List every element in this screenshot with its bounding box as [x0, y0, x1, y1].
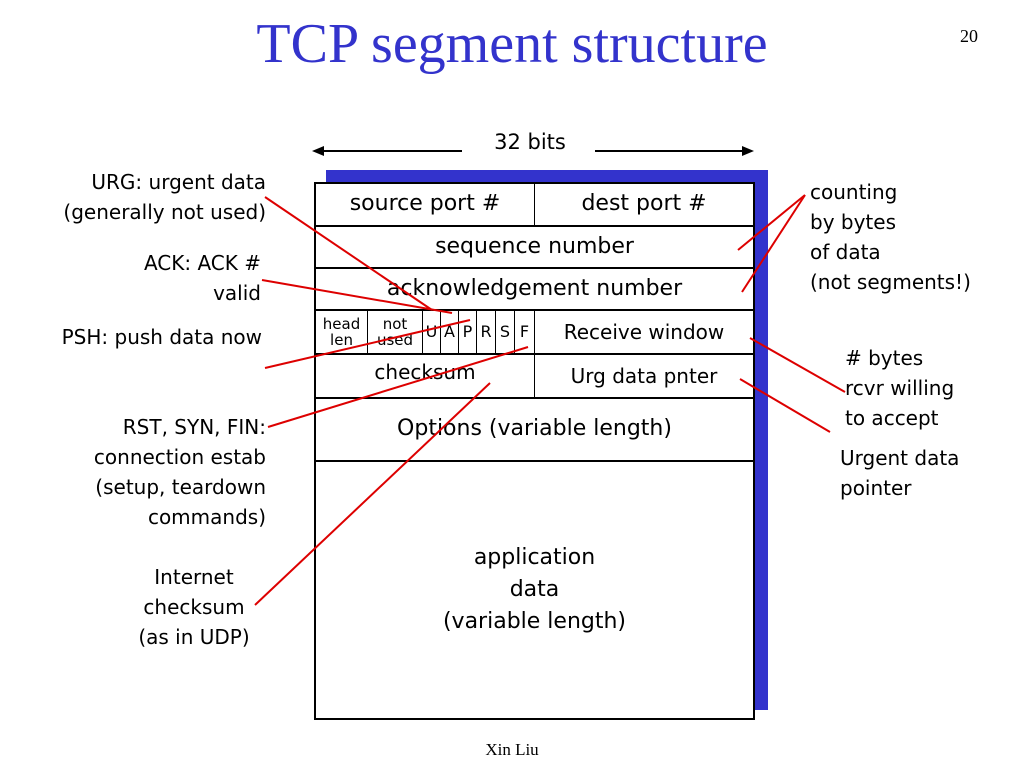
- head-len-field: head len: [316, 311, 368, 355]
- flag-psh: P: [459, 311, 477, 355]
- annotation-ack-line-1: ACK: ACK #: [143, 251, 261, 275]
- not-used-line-1: not: [382, 314, 408, 333]
- head-len-line-2: len: [330, 331, 353, 349]
- flag-ack: A: [441, 311, 459, 355]
- head-len-line-1: head: [322, 314, 361, 333]
- annotation-rst-line-2: connection estab: [93, 445, 266, 469]
- urg-pointer-leader-line: [739, 378, 831, 433]
- annotation-urgent-ptr-line-2: pointer: [840, 476, 912, 500]
- rcv-window-leader-line: [749, 337, 846, 393]
- annotation-bytes-line-3: to accept: [845, 406, 939, 430]
- dest-port-field: dest port #: [535, 184, 753, 227]
- annotation-urgent-ptr-line-1: Urgent data: [840, 446, 960, 470]
- annotation-checksum-line-2: checksum: [143, 595, 245, 619]
- annotation-rst-line-3: (setup, teardown: [95, 475, 266, 499]
- annotation-counting-line-1: counting: [810, 180, 898, 204]
- ack-leader-line: [261, 279, 453, 314]
- annotation-rst-syn-fin: RST, SYN, FIN: connection estab (setup, …: [94, 412, 266, 532]
- annotation-rst-line-1: RST, SYN, FIN:: [122, 415, 266, 439]
- tcp-segment-diagram: source port # dest port # sequence numbe…: [314, 182, 755, 720]
- app-data-line-2: data: [509, 577, 560, 603]
- app-data-line-3: (variable length): [442, 608, 627, 634]
- annotation-counting-line-4: (not segments!): [810, 270, 971, 294]
- slide-title: TCP segment structure: [256, 13, 768, 75]
- annotation-ack: ACK: ACK # valid: [144, 248, 261, 308]
- receive-window-field: Receive window: [535, 311, 753, 355]
- annotation-urgent-pointer: Urgent data pointer: [840, 443, 959, 503]
- annotation-counting-line-2: by bytes: [810, 210, 896, 234]
- seq-leader-line: [737, 194, 806, 251]
- annotation-ack-line-2: valid: [213, 281, 261, 305]
- annotation-checksum-line-3: (as in UDP): [138, 625, 250, 649]
- annotation-psh-line-1: PSH: push data now: [61, 325, 262, 349]
- flag-rst: R: [477, 311, 496, 355]
- flag-urg: U: [423, 311, 441, 355]
- annotation-urg-line-1: URG: urgent data: [91, 170, 266, 194]
- slide-number: 20: [960, 26, 978, 46]
- rst-leader-line: [267, 346, 529, 428]
- annotation-checksum-line-1: Internet: [154, 565, 234, 589]
- width-label: 32 bits: [494, 130, 566, 154]
- app-data-line-1: application: [473, 545, 596, 571]
- application-data-field: application data (variable length): [316, 462, 753, 718]
- psh-leader-line: [264, 319, 471, 369]
- annotation-urg: URG: urgent data (generally not used): [63, 167, 266, 227]
- annotation-counting-line-3: of data: [810, 240, 881, 264]
- annotation-rcv-window: # bytes rcvr willing to accept: [845, 343, 954, 433]
- annotation-rst-line-4: commands): [147, 505, 266, 529]
- sequence-number-field: sequence number: [316, 227, 753, 269]
- annotation-bytes-line-1: # bytes: [845, 346, 924, 370]
- footer-author: Xin Liu: [485, 740, 539, 759]
- annotation-counting: counting by bytes of data (not segments!…: [810, 177, 971, 297]
- annotation-checksum: Internet checksum (as in UDP): [120, 562, 268, 652]
- checksum-leader-line: [254, 382, 491, 606]
- annotation-urg-line-2: (generally not used): [63, 200, 266, 224]
- ack-number-field: acknowledgement number: [316, 269, 753, 311]
- urg-leader-line: [264, 196, 433, 311]
- annotation-bytes-line-2: rcvr willing: [845, 376, 955, 400]
- annotation-psh: PSH: push data now: [62, 322, 262, 352]
- ack-num-leader-line: [741, 194, 806, 293]
- urg-pointer-field: Urg data pnter: [535, 355, 753, 399]
- source-port-field: source port #: [316, 184, 535, 227]
- flag-fin: F: [515, 311, 535, 355]
- checksum-field: checksum: [316, 355, 535, 399]
